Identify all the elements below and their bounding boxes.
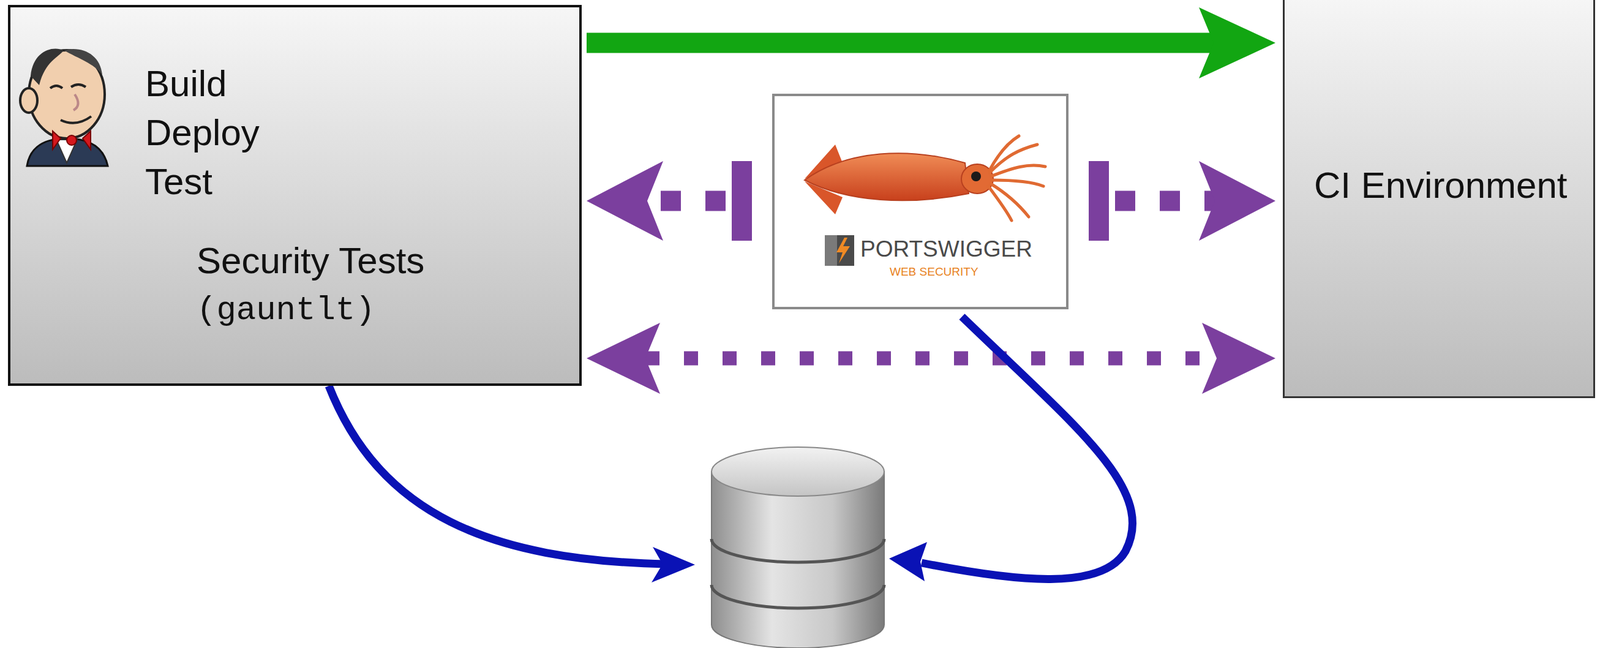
proxy-box: PORTSWIGGER WEB SECURITY — [772, 93, 1069, 310]
proxy-bar — [731, 161, 752, 241]
tool-name: (gauntlt) — [196, 285, 376, 335]
direct-link — [586, 322, 1276, 394]
deploy-arrow — [586, 7, 1276, 79]
proxy-link — [586, 161, 752, 241]
box-title: CI Environment — [1314, 161, 1568, 211]
arrowhead — [1198, 161, 1276, 241]
connector-line — [586, 33, 1214, 54]
proxy-link — [1088, 161, 1276, 241]
arrowhead — [586, 322, 661, 394]
proxy-bar — [1088, 161, 1109, 241]
connector-line — [645, 351, 1217, 366]
arrowhead — [586, 161, 664, 241]
squid-logo — [774, 96, 1071, 312]
arrowhead — [1198, 7, 1276, 79]
connector-line — [1115, 191, 1215, 212]
ci-environment-box: CI Environment — [1282, 0, 1596, 399]
connector-line — [647, 191, 726, 212]
tool-title: Security Tests — [196, 236, 425, 286]
database-symbol — [711, 446, 885, 648]
logo-wordmark: PORTSWIGGER — [860, 235, 1033, 263]
logo-tagline: WEB SECURITY — [889, 265, 979, 279]
build-server-box: Build Deploy TestSecurity Tests(gauntlt) — [7, 4, 582, 386]
stage-list: Build Deploy Test — [145, 59, 305, 207]
arrowhead — [1201, 322, 1276, 394]
